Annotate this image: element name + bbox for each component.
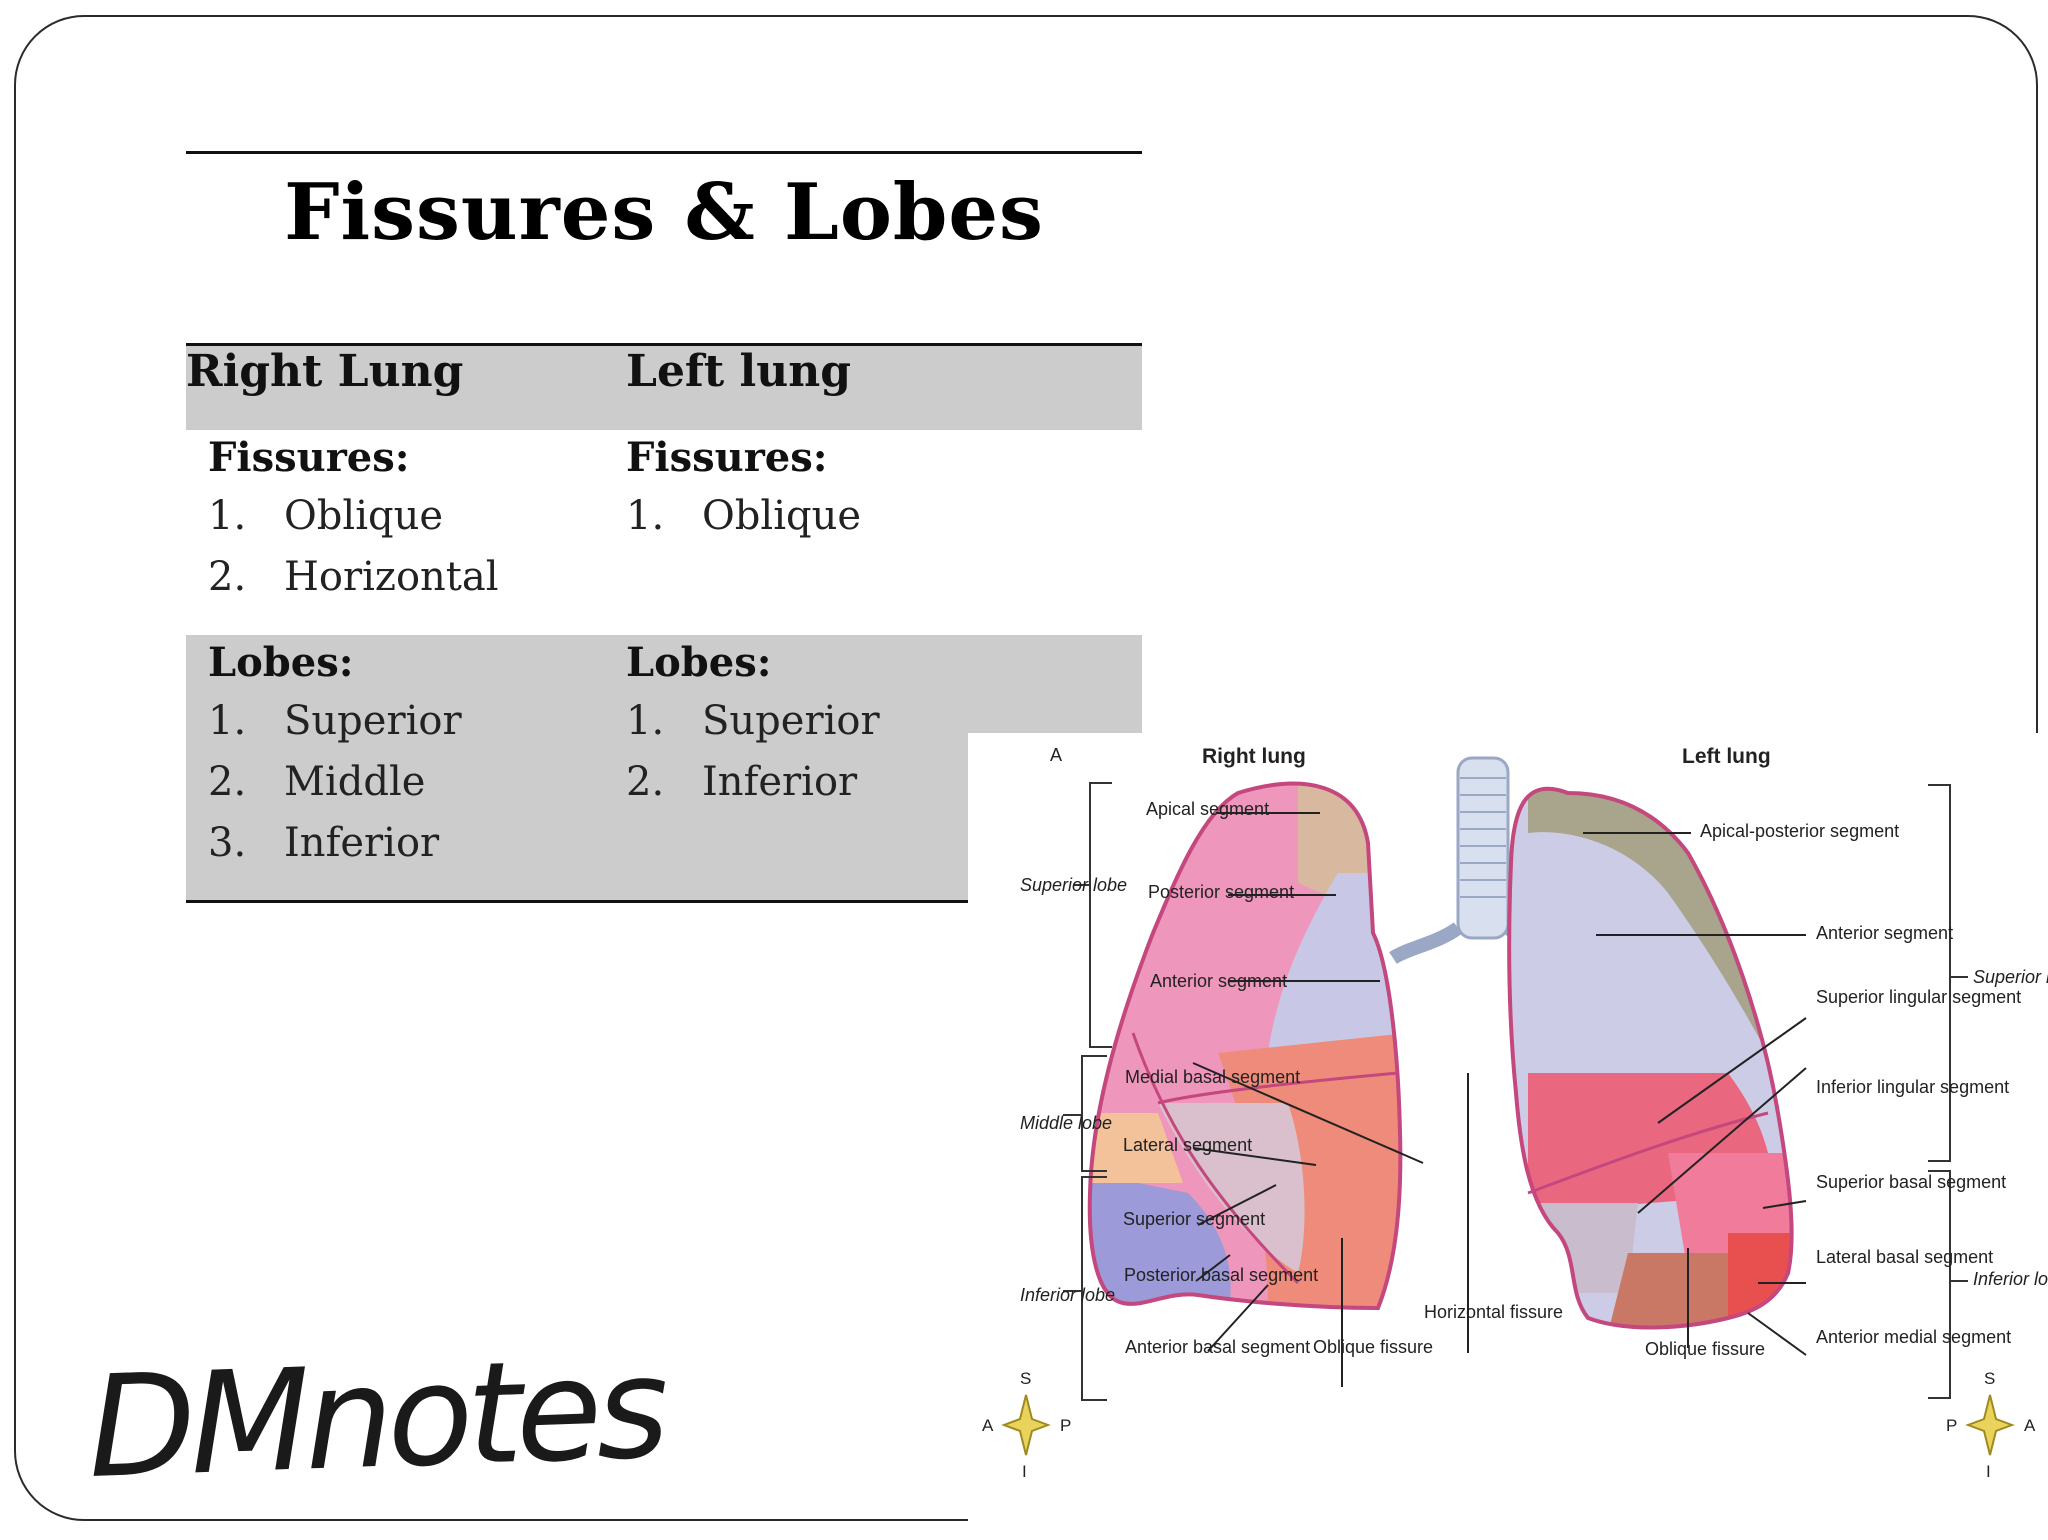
label-superior-segment: Superior segment (1123, 1209, 1265, 1229)
list-item: 1.Superior (208, 698, 462, 744)
header-left-lung: Left lung (626, 346, 851, 397)
svg-text:P: P (1946, 1416, 1957, 1435)
label-inferior-lingular-segment: Inferior lingular segment (1816, 1077, 2009, 1097)
label-posterior-segment: Posterior segment (1148, 882, 1294, 902)
label-anterior-segment: Anterior segment (1150, 971, 1287, 991)
lung-segments-figure: A Right lung Left lung Apical segment Po… (968, 733, 2048, 1536)
right-lung-title: Right lung (1202, 745, 1306, 768)
bracket-right-middle-lobe: Middle lobe (1020, 1113, 1112, 1133)
lobes-label: Lobes: (208, 639, 354, 686)
svg-text:P: P (1060, 1416, 1071, 1435)
left-lung-title: Left lung (1682, 745, 1771, 768)
compass-right-icon: S P A I (1946, 1369, 2036, 1481)
lobes-label: Lobes: (626, 639, 772, 686)
svg-text:A: A (982, 1416, 994, 1435)
table-header-row: Right Lung Left lung (186, 344, 1142, 430)
label-superior-basal-segment: Superior basal segment (1816, 1172, 2006, 1192)
svg-text:S: S (1984, 1369, 1995, 1388)
panel-letter: A (1050, 745, 1062, 765)
label-apical-segment: Apical segment (1146, 799, 1269, 819)
list-item: 1.Oblique (208, 493, 444, 539)
label-posterior-basal-segment: Posterior basal segment (1124, 1265, 1318, 1285)
label-medial-basal-segment: Medial basal segment (1125, 1067, 1300, 1087)
title-rule (186, 151, 1142, 154)
fissures-lobes-table: Right Lung Left lung Fissures: 1.Oblique… (186, 343, 1142, 903)
fissures-label: Fissures: (626, 434, 828, 481)
label-lateral-basal-segment: Lateral basal segment (1816, 1247, 1993, 1267)
svg-text:I: I (1022, 1462, 1027, 1481)
lung-diagram: A Right lung Left lung Apical segment Po… (982, 745, 2048, 1481)
left-lung-shape (1509, 788, 1792, 1328)
list-item: 1.Oblique (626, 493, 862, 539)
list-item: 2.Middle (208, 759, 426, 805)
label-anterior-basal-segment: Anterior basal segment (1125, 1337, 1310, 1357)
compass-left-icon: S A P I (982, 1369, 1071, 1481)
bracket-left-superior-lobe: Superior lobe (1973, 967, 2048, 987)
label-lateral-segment: Lateral segment (1123, 1135, 1252, 1155)
fissures-row: Fissures: 1.Oblique 2.Horizontal Fissure… (186, 430, 1142, 635)
header-right-lung: Right Lung (186, 346, 464, 397)
label-right-oblique-fissure: Oblique fissure (1313, 1337, 1433, 1357)
list-item: 3.Inferior (208, 820, 440, 866)
label-left-oblique-fissure: Oblique fissure (1645, 1339, 1765, 1359)
page-title: Fissures & Lobes (284, 167, 1044, 258)
list-item: 1.Superior (626, 698, 880, 744)
svg-text:A: A (2024, 1416, 2036, 1435)
label-horizontal-fissure: Horizontal fissure (1424, 1302, 1563, 1322)
dmnotes-logo: DMnotes (85, 1327, 666, 1510)
svg-text:S: S (1020, 1369, 1031, 1388)
bracket-left-inferior-lobe: Inferior lobe (1973, 1269, 2048, 1289)
fissures-label: Fissures: (208, 434, 410, 481)
left-lobes-cell: Lobes: 1.Superior 2.Inferior (626, 635, 1142, 902)
label-left-anterior-segment: Anterior segment (1816, 923, 1953, 943)
label-anterior-medial-segment: Anterior medial segment (1816, 1327, 2011, 1347)
list-item: 2.Inferior (626, 759, 858, 805)
right-lung-shape (1089, 783, 1401, 1309)
svg-text:I: I (1986, 1462, 1991, 1481)
lobe-brackets (1063, 782, 1968, 1401)
left-fissures-cell: Fissures: 1.Oblique (626, 430, 1142, 635)
label-apical-posterior-segment: Apical-posterior segment (1700, 821, 1899, 841)
leader-lines (1192, 812, 1807, 1387)
bracket-right-superior-lobe: Superior lobe (1020, 875, 1127, 895)
right-fissures-cell: Fissures: 1.Oblique 2.Horizontal (186, 430, 626, 635)
bracket-right-inferior-lobe: Inferior lobe (1020, 1285, 1115, 1305)
list-item: 2.Horizontal (208, 554, 499, 600)
label-superior-lingular-segment: Superior lingular segment (1816, 987, 2021, 1007)
right-lobes-cell: Lobes: 1.Superior 2.Middle 3.Inferior (186, 635, 626, 902)
